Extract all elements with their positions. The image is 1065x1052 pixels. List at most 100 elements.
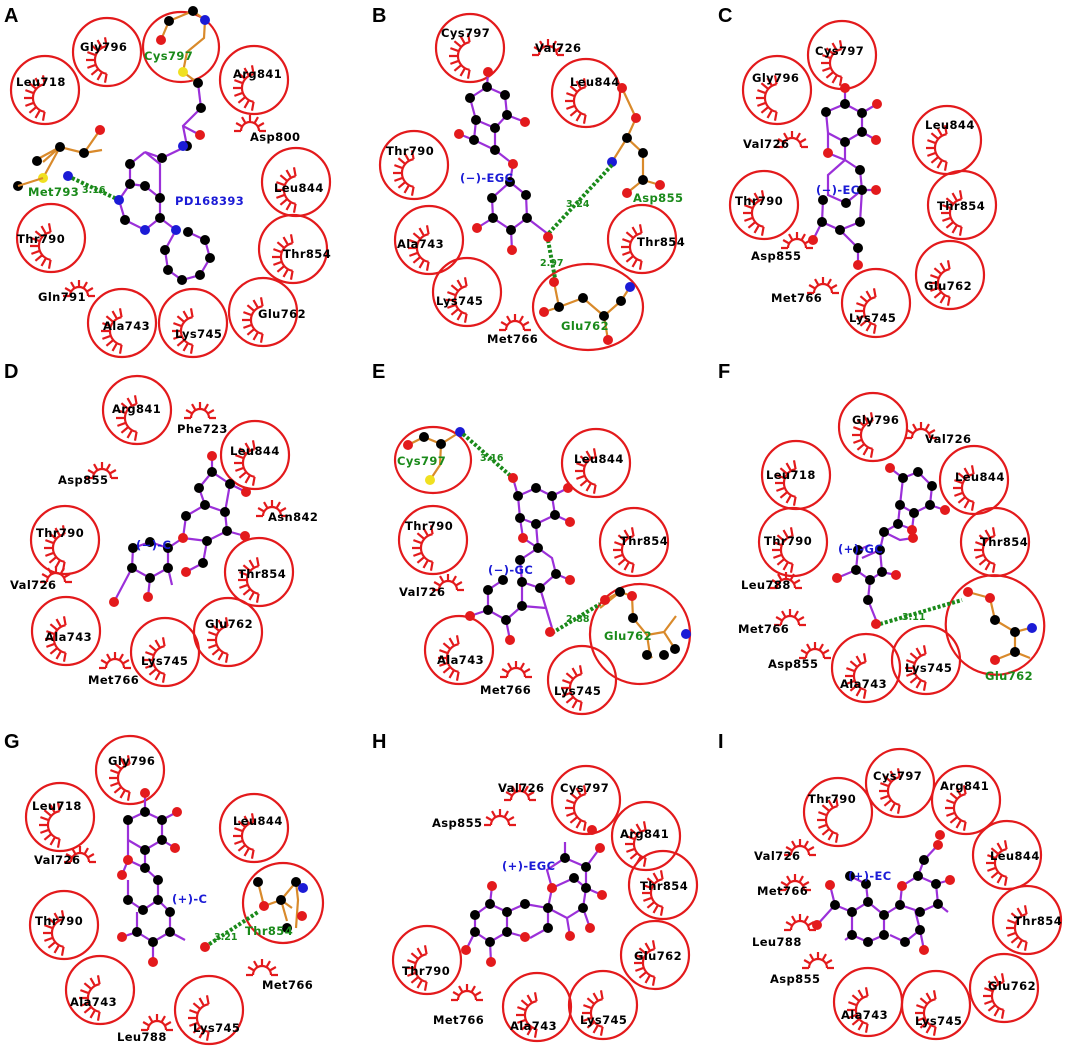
- ligand-label: (−)-EGC: [460, 171, 513, 185]
- residue-label: Arg841: [112, 402, 161, 416]
- residue-circle: Leu844: [971, 819, 1043, 891]
- carbon-atom: [188, 6, 198, 16]
- residue-label: Thr790: [808, 792, 856, 806]
- ligand-label: (−)-GC: [488, 563, 533, 577]
- hydrophobic-contact-arc: [234, 115, 266, 133]
- residue-circle-outline: [802, 776, 874, 848]
- ligand-carbon-atoms: [120, 78, 215, 285]
- residue-circle: Thr854: [257, 213, 331, 285]
- hydrophobic-contact-arc: [238, 557, 260, 603]
- residue-circle-outline: [501, 971, 573, 1043]
- residue-label: Lys745: [193, 1021, 240, 1035]
- residue-label: Asp855: [751, 249, 801, 263]
- panel-label-i: I: [718, 731, 724, 753]
- residue-label: Glu762: [924, 279, 972, 293]
- residue-label: Cys797: [560, 781, 609, 795]
- hbond-distance: 2.97: [540, 258, 563, 269]
- hydrophobic-contact-arc: [642, 870, 664, 916]
- residue-label: Asp800: [250, 130, 300, 144]
- hydrophobic-contact-arc: [101, 308, 123, 354]
- hydrogen-bond: [550, 602, 602, 635]
- residue-circle: Leu844: [219, 419, 291, 491]
- residue-circle: Thr854: [223, 536, 295, 608]
- residue-label: Thr854: [937, 199, 985, 213]
- hydrophobic-contact-arc: [408, 225, 430, 271]
- residue-arc: Val726: [743, 131, 808, 151]
- ligand-label: PD168393: [175, 194, 244, 208]
- residue-circle: Arg841: [101, 374, 173, 446]
- residue-circle-outline: [157, 287, 229, 359]
- sulfur-atom: [178, 67, 188, 77]
- ligand-oxygen-atoms: [461, 825, 607, 967]
- ligand-oxygen-atoms: [454, 67, 553, 255]
- residue-label: Asp855: [768, 657, 818, 671]
- hydrophobic-contact-arc: [565, 785, 587, 831]
- ligand-label: (−)-EC: [816, 183, 860, 197]
- residue-circle: Arg841: [218, 44, 290, 116]
- carbon-atom: [291, 877, 301, 887]
- residue-circle: Thr790: [15, 202, 87, 274]
- residue-circle-outline: [606, 203, 678, 275]
- residue-circle-outline: [431, 256, 503, 328]
- residue-label: Met766: [480, 683, 531, 697]
- panel-label-a: A: [4, 5, 18, 27]
- hydrogen-bond: [546, 163, 614, 236]
- ligand-carbon-atoms: [851, 467, 937, 605]
- residue-label: Lys745: [849, 311, 896, 325]
- carbon-atom: [1010, 627, 1020, 637]
- residue-arc: Met766: [771, 277, 839, 305]
- residue-circle-outline: [29, 504, 101, 576]
- residue-label: Leu718: [766, 468, 816, 482]
- residue-arc: Phe723: [177, 402, 227, 436]
- panel-a: Gly796 Leu718 Arg841 Asp800 Leu844 Thr79…: [9, 6, 332, 359]
- residue-circle-outline: [971, 819, 1043, 891]
- residue-circle-outline: [830, 632, 902, 704]
- residue-circle-outline: [728, 169, 800, 241]
- residue-circle-outline: [30, 595, 102, 667]
- panel-label-g: G: [4, 731, 20, 753]
- hydrophobic-contact-arc: [1006, 905, 1028, 951]
- carbon-atom: [628, 613, 638, 623]
- carbon-atom: [659, 650, 669, 660]
- residue-arc: Val726: [532, 39, 581, 57]
- carbon-atom: [615, 587, 625, 597]
- residue-circle-outline: [24, 781, 96, 853]
- residue-label: Val726: [535, 41, 581, 55]
- ligand-carbon-atoms: [817, 99, 867, 253]
- hydrophobic-contact-arc: [945, 785, 967, 831]
- hydrophobic-contact-arc: [821, 40, 843, 86]
- residue-circle-outline: [15, 202, 87, 274]
- residue-label: Met766: [738, 622, 789, 636]
- residue-arc: Leu788: [741, 572, 802, 592]
- residue-circle: Thr854: [627, 849, 699, 921]
- hydrophobic-contact-arc: [781, 232, 813, 250]
- residue-circle: Lys745: [890, 624, 962, 696]
- hydrophobic-contact-arc: [879, 768, 901, 814]
- hydrophobic-contact-arc: [852, 412, 874, 458]
- nitrogen-atom: [625, 282, 635, 292]
- residue-label: Thr854: [238, 567, 286, 581]
- panel-h: Val726 Cys797 Asp855 Arg841 Thr854 Thr79…: [391, 764, 699, 1043]
- hbond-residue-label: Glu762: [561, 319, 609, 333]
- residue-circle: Glu762: [914, 239, 986, 311]
- residue-label: Glu762: [258, 307, 306, 321]
- hbond-residue-outline: [141, 10, 221, 84]
- residue-circle-outline: [610, 800, 682, 872]
- residue-label: Lys745: [554, 684, 601, 698]
- nitrogen-atom: [681, 629, 691, 639]
- hydrophobic-contact-arc: [406, 945, 428, 991]
- residue-label: Lys745: [905, 661, 952, 675]
- hydrophobic-contact-arc: [817, 797, 839, 843]
- residue-circle: Lys745: [900, 969, 972, 1041]
- nitrogen-atom: [607, 157, 617, 167]
- oxygen-atom: [990, 655, 1000, 665]
- residue-label: Met766: [771, 291, 822, 305]
- hbond-distance: 3.24: [566, 199, 590, 210]
- residue-circle: Leu844: [550, 57, 622, 129]
- hydrophobic-contact-arc: [99, 652, 131, 670]
- residue-arc: Gln791: [38, 280, 95, 304]
- residue-label: Gly796: [80, 40, 127, 54]
- sidechain-bonds: [599, 590, 677, 659]
- residue-circle: Glu762: [619, 919, 691, 991]
